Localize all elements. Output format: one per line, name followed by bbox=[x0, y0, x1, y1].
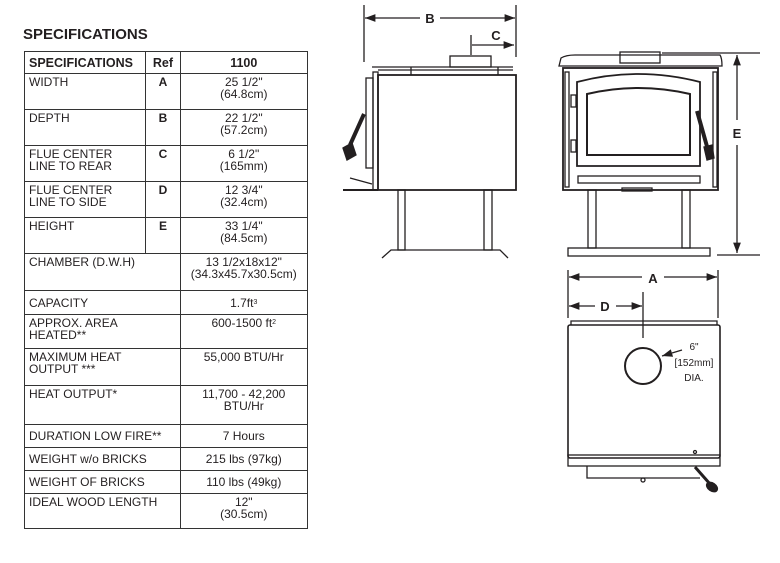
value-line: 11,700 - 42,200 bbox=[202, 387, 286, 401]
value-line: (34.3x45.7x30.5cm) bbox=[190, 267, 297, 281]
row-value: 6 1/2"(165mm) bbox=[179, 145, 309, 182]
label-line: APPROX. AREA bbox=[29, 316, 118, 330]
value-line: 6 1/2" bbox=[228, 147, 260, 161]
row-value: 1.7ft3 bbox=[179, 290, 309, 315]
row-label: DEPTH bbox=[23, 109, 147, 146]
table-row: WEIGHT OF BRICKS 110 lbs (49kg) bbox=[24, 470, 309, 494]
table-row: DEPTH B 22 1/2"(57.2cm) bbox=[23, 109, 309, 146]
value-line: 12" bbox=[234, 495, 253, 509]
row-ref: A bbox=[145, 73, 181, 110]
row-label: HEIGHT bbox=[23, 217, 147, 254]
door bbox=[576, 73, 701, 167]
row-value: 33 1/4"(84.5cm) bbox=[179, 217, 309, 254]
label-line: HEATED** bbox=[29, 328, 87, 342]
door-handle bbox=[348, 113, 366, 146]
table-header: SPECIFICATIONS Ref 1100 bbox=[23, 51, 309, 74]
header-specifications: SPECIFICATIONS bbox=[23, 51, 147, 74]
table-row: WIDTH A 25 1/2"(64.8cm) bbox=[23, 73, 309, 110]
dimension-label-a: A bbox=[648, 271, 658, 286]
row-value: 22 1/2"(57.2cm) bbox=[179, 109, 309, 146]
row-label: HEAT OUTPUT* bbox=[24, 385, 181, 425]
label-line: MAXIMUM HEAT bbox=[29, 350, 122, 364]
value-line: BTU/Hr bbox=[223, 399, 264, 413]
table-row: CHAMBER (D.W.H) 13 1/2x18x12"(34.3x45.7x… bbox=[24, 253, 309, 291]
flue-size-dia: DIA. bbox=[684, 373, 703, 384]
stove-body-top bbox=[567, 324, 721, 459]
table-row: CAPACITY 1.7ft3 bbox=[24, 290, 309, 315]
value-line: 12 3/4" bbox=[224, 183, 263, 197]
side-view: B C bbox=[342, 5, 517, 259]
stove-body-front bbox=[562, 67, 719, 191]
row-label: DURATION LOW FIRE** bbox=[24, 424, 181, 448]
superscript: 2 bbox=[272, 319, 277, 326]
value-line: 33 1/4" bbox=[224, 219, 263, 233]
dimension-label-b: B bbox=[425, 11, 434, 26]
label-line: FLUE CENTER bbox=[29, 183, 113, 197]
row-value: 12"(30.5cm) bbox=[179, 493, 309, 529]
value-line: 25 1/2" bbox=[224, 75, 263, 89]
value-line: 1.7ft bbox=[230, 295, 254, 310]
top-view: A D 6" [152mm] DIA. bbox=[567, 270, 721, 493]
specifications-table: SPECIFICATIONS Ref 1100 WIDTH A 25 1/2"(… bbox=[23, 51, 309, 529]
value-line: (84.5cm) bbox=[220, 231, 268, 245]
flue-collar bbox=[449, 55, 492, 68]
flue-size-mm: [152mm] bbox=[675, 358, 714, 369]
page-title: SPECIFICATIONS bbox=[23, 26, 148, 43]
label-line: OUTPUT *** bbox=[29, 362, 96, 376]
ash-lip bbox=[577, 175, 701, 184]
door-glass bbox=[586, 87, 691, 156]
flue-opening bbox=[624, 347, 662, 385]
row-value: 12 3/4"(32.4cm) bbox=[179, 181, 309, 218]
dimension-label-e: E bbox=[733, 126, 742, 141]
row-label: CHAMBER (D.W.H) bbox=[24, 253, 181, 291]
value-line: 13 1/2x18x12" bbox=[205, 255, 282, 269]
row-value: 25 1/2"(64.8cm) bbox=[179, 73, 309, 110]
label-line: FLUE CENTER bbox=[29, 147, 113, 161]
row-ref: D bbox=[145, 181, 181, 218]
row-value: 55,000 BTU/Hr bbox=[179, 348, 309, 386]
row-label: WEIGHT OF BRICKS bbox=[24, 470, 181, 494]
door-handle bbox=[695, 110, 710, 151]
row-label: IDEAL WOOD LENGTH bbox=[24, 493, 181, 529]
flue-size-inches: 6" bbox=[689, 342, 699, 353]
label-line: LINE TO SIDE bbox=[29, 195, 107, 209]
leg bbox=[397, 189, 406, 251]
row-label: CAPACITY bbox=[24, 290, 181, 315]
table-row: IDEAL WOOD LENGTH 12"(30.5cm) bbox=[24, 493, 309, 529]
table-row: HEIGHT E 33 1/4"(84.5cm) bbox=[23, 217, 309, 254]
row-value: 7 Hours bbox=[179, 424, 309, 448]
stove-body-side bbox=[377, 74, 517, 191]
value-line: 600-1500 ft bbox=[211, 316, 273, 330]
leg bbox=[483, 189, 493, 251]
header-ref: Ref bbox=[145, 51, 181, 74]
value-line: (30.5cm) bbox=[220, 507, 268, 521]
row-value: 13 1/2x18x12"(34.3x45.7x30.5cm) bbox=[179, 253, 309, 291]
row-value: 110 lbs (49kg) bbox=[179, 470, 309, 494]
label-line: LINE TO REAR bbox=[29, 159, 112, 173]
value-line: (64.8cm) bbox=[220, 87, 268, 101]
value-line: (165mm) bbox=[219, 159, 268, 173]
superscript: 3 bbox=[253, 298, 258, 306]
dimension-label-c: C bbox=[491, 28, 501, 43]
front-view: E bbox=[558, 51, 760, 257]
value-line: (57.2cm) bbox=[220, 123, 268, 137]
value-line: (32.4cm) bbox=[220, 195, 268, 209]
value-line: 22 1/2" bbox=[224, 111, 263, 125]
dimension-label-d: D bbox=[600, 299, 609, 314]
table-row: DURATION LOW FIRE** 7 Hours bbox=[24, 424, 309, 448]
base-plate bbox=[567, 247, 711, 257]
